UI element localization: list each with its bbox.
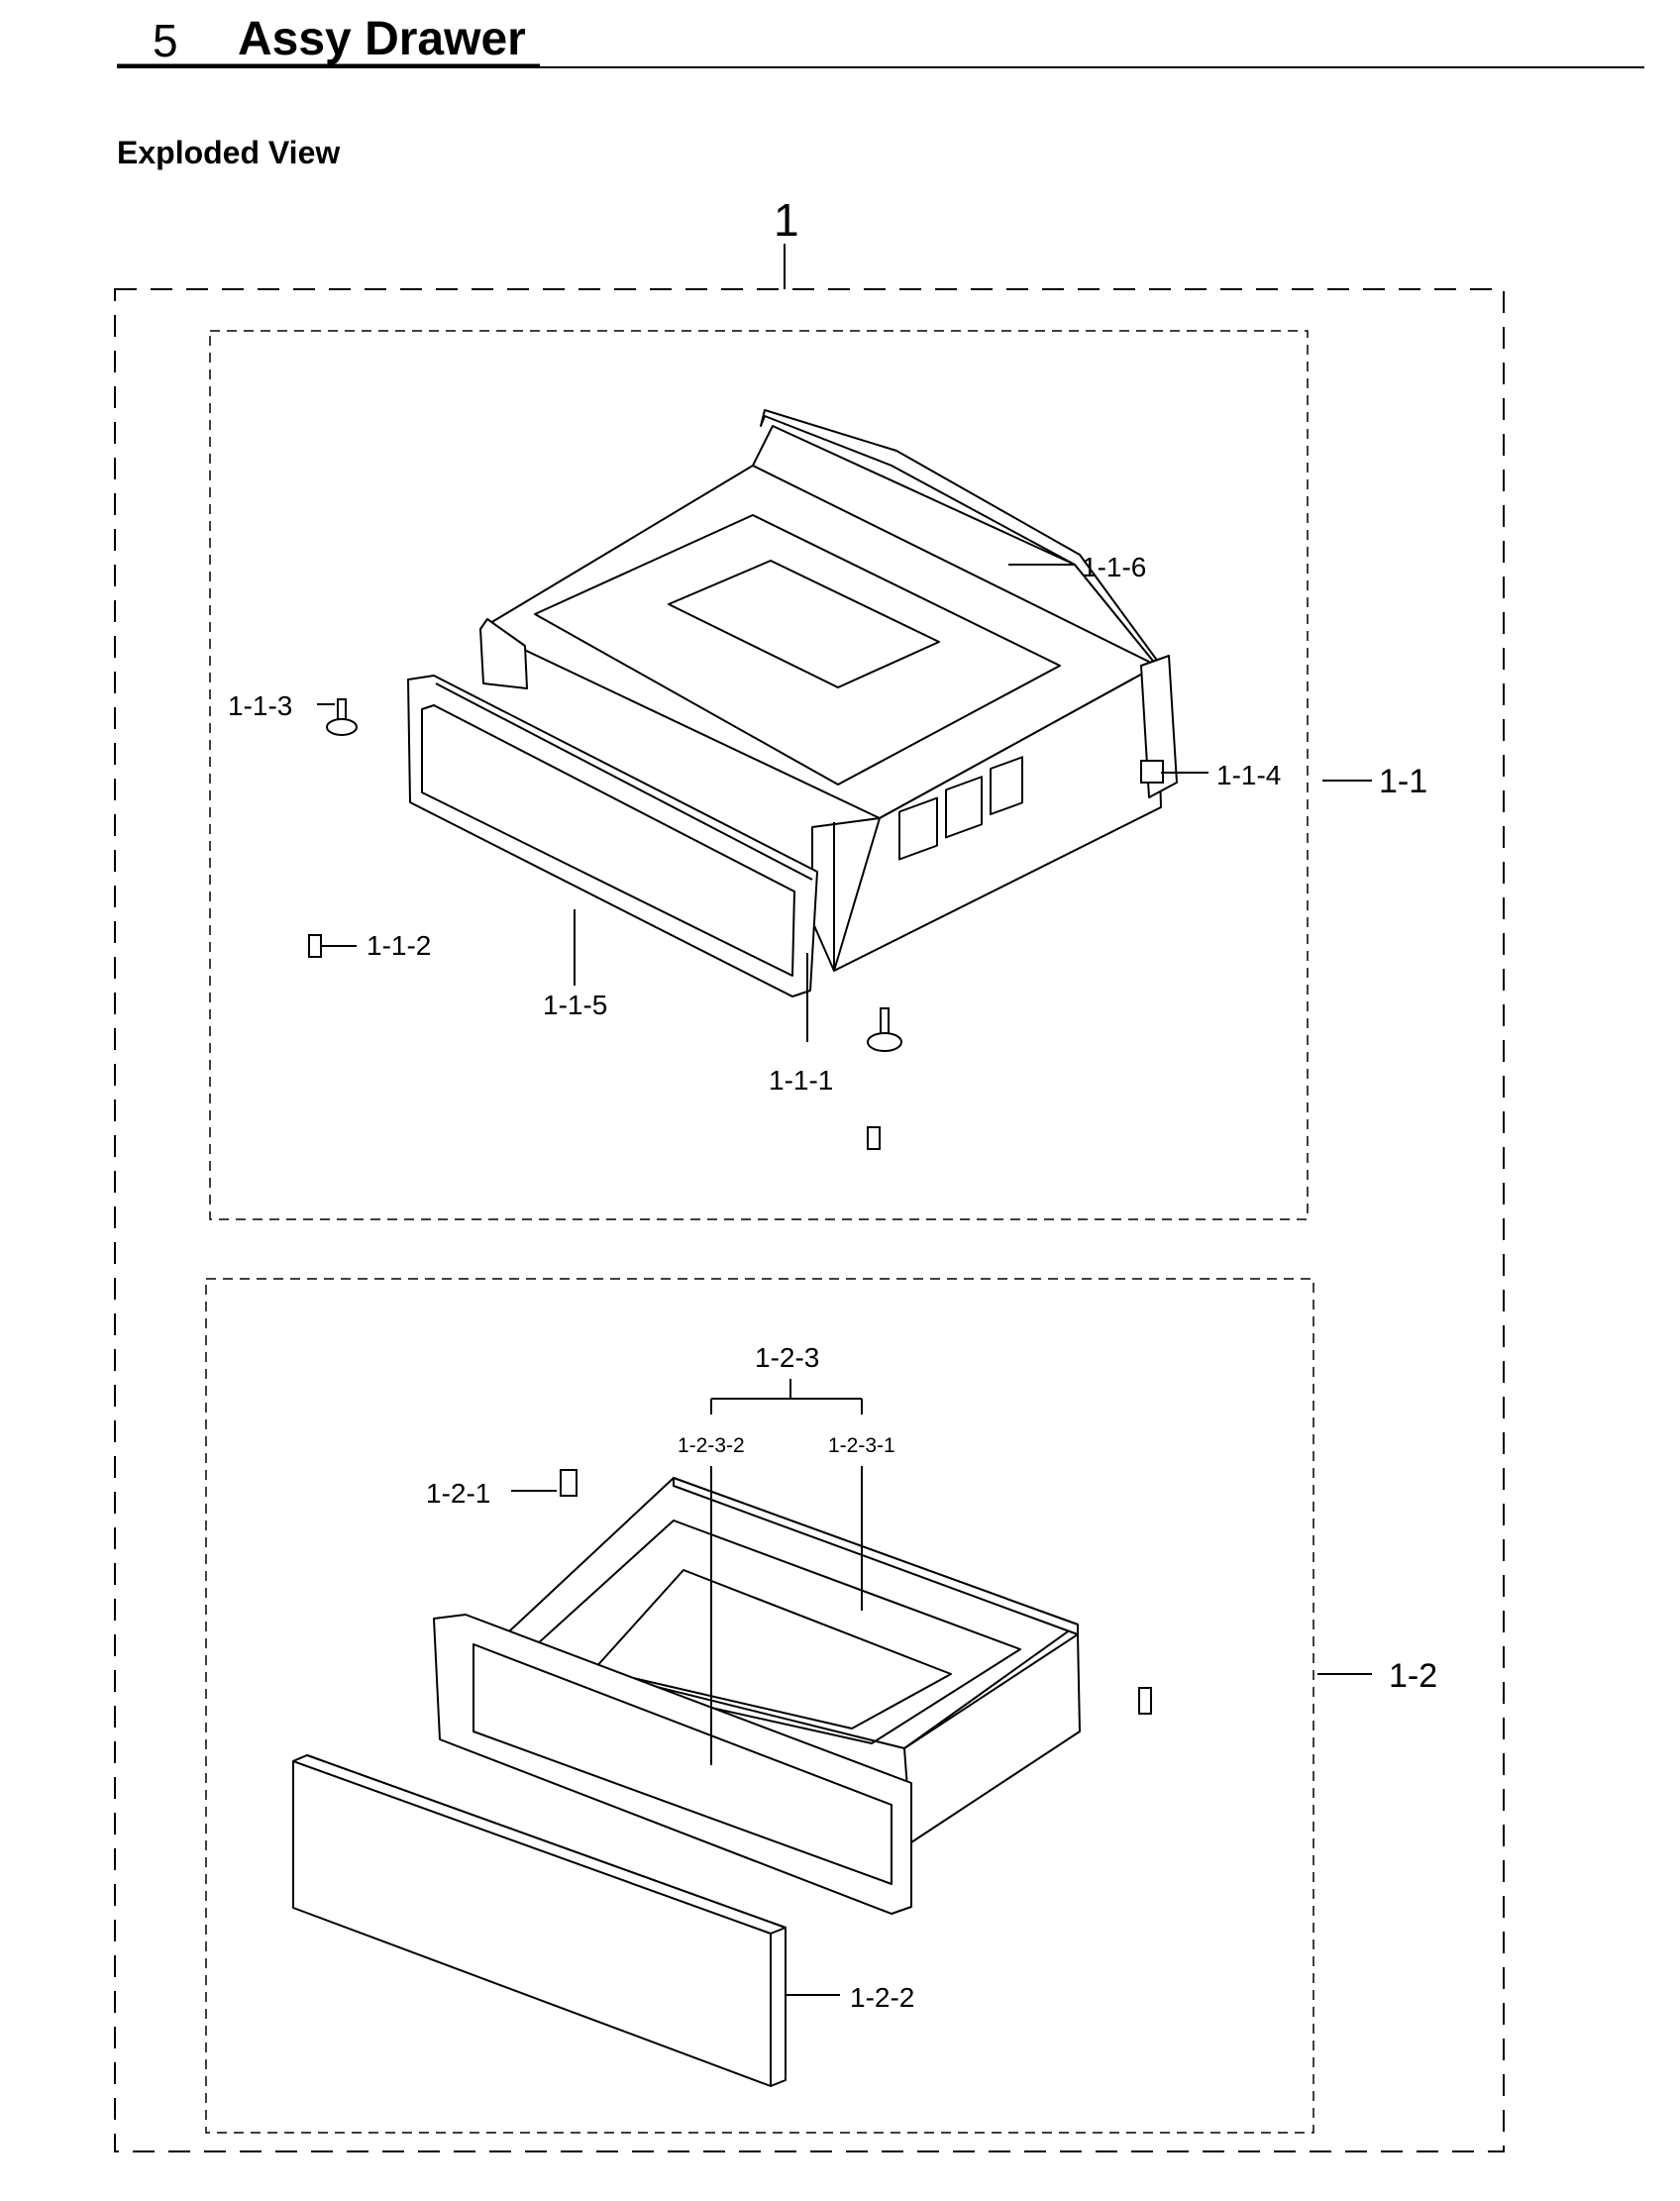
- clip-right: [1138, 1687, 1152, 1715]
- assembly-1-2-boundary: [205, 1278, 1314, 2134]
- section-number: 5: [153, 15, 178, 66]
- callout-1-2-3-1: 1-2-3-1: [828, 1434, 895, 1457]
- front-frame: [407, 675, 818, 997]
- clip-1-2-1: [560, 1469, 578, 1497]
- callout-1-2-2: 1-2-2: [850, 1982, 914, 2013]
- drawer-front-frame: [433, 1614, 912, 1915]
- section-title: Assy Drawer: [238, 13, 526, 65]
- callout-1-1-6: 1-1-6: [1082, 552, 1146, 582]
- leveling-foot-lower: [867, 1007, 902, 1052]
- callout-1-2-3: 1-2-3: [755, 1342, 819, 1373]
- exploded-view-title: Exploded View: [117, 135, 341, 170]
- assembly-1-1-boundary: [209, 330, 1309, 1220]
- callout-1-1-1: 1-1-1: [769, 1065, 833, 1096]
- clip-lower: [867, 1126, 881, 1150]
- callout-1-1-4: 1-1-4: [1216, 760, 1281, 790]
- drawer-panel: [292, 1754, 787, 2087]
- callout-1-1-2: 1-1-2: [367, 930, 431, 961]
- callout-1-2-1: 1-2-1: [426, 1478, 490, 1509]
- callout-1-1-3: 1-1-3: [228, 690, 292, 721]
- callout-1-2: 1-2: [1389, 1657, 1437, 1695]
- callout-1: 1: [774, 194, 799, 246]
- callout-1-1-5: 1-1-5: [543, 990, 607, 1020]
- clip-1-1-2: [308, 934, 322, 958]
- callout-1-1: 1-1: [1379, 763, 1427, 800]
- leveling-foot-1-1-3: [326, 698, 358, 736]
- assembly-1-boundary: [114, 288, 1505, 2152]
- callout-1-2-3-2: 1-2-3-2: [678, 1434, 745, 1457]
- hinge-1-1-4: [1140, 760, 1164, 784]
